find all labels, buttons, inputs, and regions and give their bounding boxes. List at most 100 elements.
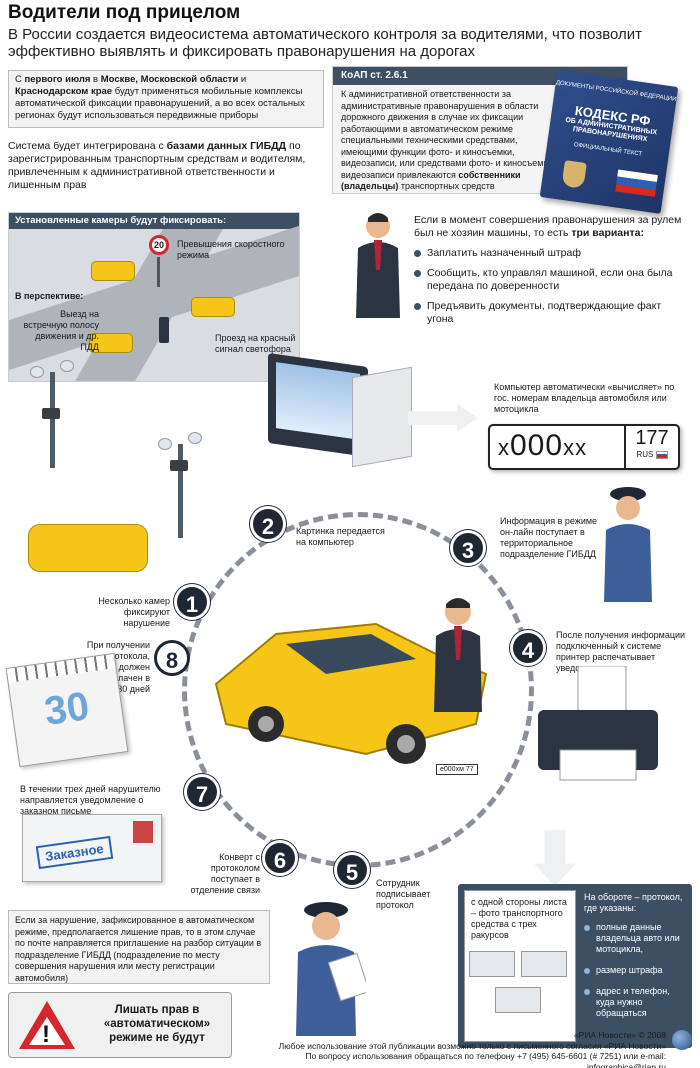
- step-number: 5: [334, 852, 370, 888]
- bullet-icon: [584, 968, 590, 974]
- owner-person-icon: [350, 210, 406, 320]
- warning-text: Лишать прав в «автоматическом» режиме не…: [103, 1004, 211, 1044]
- printer-icon: [538, 666, 658, 781]
- scenario-option: Сообщить, кто управлял машиной, если она…: [414, 267, 690, 293]
- plate-region-code: 177: [635, 427, 669, 449]
- koap-heading: КоАП ст. 2.6.1: [333, 67, 627, 85]
- taxi-car: [91, 261, 135, 281]
- monitor-screen: [276, 362, 360, 440]
- list-item-text: адрес и телефон, куда нужно обращаться: [596, 986, 670, 1018]
- calendar-rings: [6, 653, 116, 683]
- license-revocation-note: Если за нарушение, зафиксированное в авт…: [8, 910, 270, 984]
- scenario-text: Если в момент совершения правонарушения …: [414, 214, 682, 239]
- list-item: размер штрафа: [584, 965, 688, 976]
- computer-case: [352, 366, 412, 468]
- plate-country: RUS: [636, 450, 654, 459]
- koap-text-part: К административной ответственности за ад…: [341, 89, 555, 180]
- notice-region: Москве, Московской области: [100, 74, 239, 85]
- notice-date: первого июля: [24, 74, 91, 85]
- taxi-car-large: [214, 622, 488, 764]
- scenario-option: Предъявить документы, подтверждающие фак…: [414, 300, 690, 326]
- red-light-label: Проезд на красный сигнал светофора: [215, 333, 296, 354]
- protocol-sheet-front: с одной стороны листа – фото транспортно…: [464, 890, 576, 1042]
- warning-box: ! Лишать прав в «автоматическом» режиме …: [8, 992, 232, 1058]
- taxi-car: [89, 333, 133, 353]
- list-item: адрес и телефон, куда нужно обращаться: [584, 986, 688, 1019]
- speed-limit-sign-icon: 20: [149, 235, 169, 255]
- intro-bold: базами данных ГИБДД: [166, 140, 287, 152]
- pole: [50, 372, 55, 468]
- scenario-option: Заплатить назначенный штраф: [414, 247, 690, 260]
- notice-text: в: [90, 74, 101, 85]
- postage-stamp-icon: [133, 821, 153, 843]
- plate-region: 177 RUS: [624, 426, 678, 468]
- step-number: 2: [250, 506, 286, 542]
- license-plate: x000xx 177 RUS: [488, 424, 680, 470]
- list-item-text: полные данные владельца авто или мотоцик…: [596, 922, 680, 954]
- perspective-label: В перспективе:: [15, 291, 84, 301]
- camera-pole: [148, 432, 218, 540]
- pole: [178, 444, 183, 538]
- protocol-panel: с одной стороны листа – фото транспортно…: [458, 884, 692, 1048]
- lamp-icon: [188, 432, 202, 444]
- car-photo: [521, 951, 567, 977]
- footer-line: По вопросу использования обращаться по т…: [305, 1051, 666, 1068]
- copyright: «РИА Новости» © 2008: [573, 1030, 666, 1040]
- plate-number: x000xx: [498, 429, 587, 463]
- scene-heading: Установленные камеры будут фиксировать:: [9, 213, 299, 229]
- camera-icon: [170, 460, 188, 471]
- person-figure: [296, 902, 370, 1036]
- police-officer-icon: [598, 484, 658, 604]
- plate-caption: Компьютер автоматически «вычисляет» по г…: [494, 382, 675, 414]
- list-item: полные данные владельца авто или мотоцик…: [584, 922, 688, 955]
- scenario-bold: три варианта:: [571, 227, 644, 239]
- protocol-front-text: с одной стороны листа – фото транспортно…: [471, 897, 567, 940]
- calendar-icon: 30: [5, 652, 129, 768]
- lamp-icon: [60, 360, 74, 372]
- exclamation-icon: !: [42, 1021, 50, 1048]
- step-1-text: Несколько камер фиксируют нарушение: [98, 596, 170, 628]
- car-plate: е000хм 77: [436, 764, 478, 775]
- bullet-icon: [584, 989, 590, 995]
- arrow-down-icon: [534, 830, 576, 886]
- bullet-icon: [414, 250, 421, 257]
- protocol-back-list: полные данные владельца авто или мотоцик…: [584, 922, 688, 1019]
- car-photo: [495, 987, 541, 1013]
- integration-text: Система будет интегрирована с базами дан…: [8, 140, 318, 192]
- arrow-right-icon: [408, 404, 478, 432]
- owner-scenario: Если в момент совершения правонарушения …: [414, 214, 690, 326]
- step-number: 4: [510, 630, 546, 666]
- footer-line: Любое использование этой публикации возм…: [278, 1040, 666, 1051]
- step-3-text: Информация в режиме он-лайн поступает в …: [500, 516, 598, 559]
- camera-pole: [20, 360, 90, 470]
- koap-bold: собственники (владельцы): [341, 169, 521, 192]
- list-item-text: размер штрафа: [596, 965, 663, 975]
- protocol-back: На обороте – протокол, где указаны: полн…: [584, 892, 688, 1029]
- ria-globe-logo-icon: [672, 1030, 692, 1050]
- bullet-icon: [584, 925, 590, 931]
- step-number: 6: [262, 840, 298, 876]
- notice-text: С: [15, 74, 25, 85]
- registered-mail-stamp: Заказное: [35, 835, 114, 870]
- option-text: Заплатить назначенный штраф: [427, 247, 582, 259]
- scenario-intro: Если в момент совершения правонарушения …: [414, 214, 690, 240]
- speed-violation-label: Превышения скоростного режима: [177, 239, 285, 260]
- footer: «РИА Новости» © 2008 Любое использование…: [226, 1030, 666, 1068]
- plate-letter: x: [498, 435, 510, 460]
- traffic-light-icon: [159, 317, 169, 343]
- taxi-car: [191, 297, 235, 317]
- oncoming-lane-label: Выезд на встречную полосу движения и др.…: [23, 309, 99, 352]
- step-2-text: Картинка передается на компьютер: [296, 526, 385, 547]
- step-7-text: В течении трех дней нарушителю направляе…: [20, 784, 161, 816]
- police-officer-icon: [286, 898, 370, 1038]
- launch-notice: С первого июля в Москве, Московской обла…: [8, 70, 324, 128]
- calendar-day: 30: [41, 684, 92, 734]
- car-photo: [469, 951, 515, 977]
- sign-pole: [157, 257, 160, 287]
- page-title: Водители под прицелом: [8, 2, 241, 23]
- step-5-text: Сотрудник подписывает протокол: [376, 878, 431, 910]
- bullet-icon: [414, 270, 421, 277]
- intro-text: по зарегистрированным транспортным средс…: [8, 140, 306, 191]
- page-subtitle: В России создается видеосистема автомати…: [8, 26, 643, 60]
- option-text: Предъявить документы, подтверждающие фак…: [427, 300, 662, 325]
